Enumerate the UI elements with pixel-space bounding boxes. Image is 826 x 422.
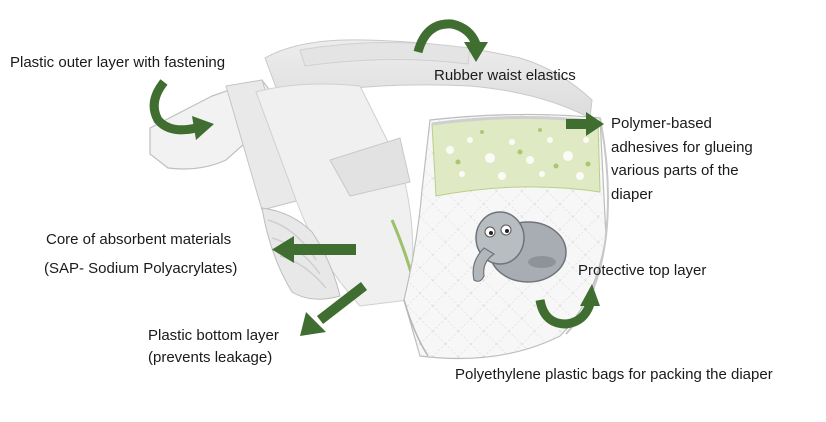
arrow-outer-layer (149, 79, 214, 140)
arrow-top-layer (535, 284, 600, 329)
label-top-layer: Protective top layer (578, 262, 707, 279)
diaper-print-band (431, 116, 601, 197)
label-adhesives-line: diaper (611, 185, 653, 203)
elephant-mascot (472, 211, 567, 283)
label-core-detail: (SAP- Sodium Polyacrylates) (44, 260, 238, 277)
label-adhesives-line: adhesives for glueing (611, 138, 753, 156)
arrow-core (272, 236, 356, 263)
label-bottom-layer-line: (prevents leakage) (148, 349, 273, 366)
arrow-adhesives (566, 112, 604, 136)
label-adhesives: Polymer-based adhesives for glueing vari… (611, 112, 753, 206)
label-outer-layer: Plastic outer layer with fastening (10, 54, 226, 71)
label-packing: Polyethylene plastic bags for packing th… (455, 366, 773, 383)
label-core: Core of absorbent materials (46, 231, 232, 248)
label-bottom-layer: Plastic bottom layer (prevents leakage) (148, 325, 279, 369)
label-adhesives-line: various parts of the (611, 162, 739, 179)
arrow-bottom-layer (300, 282, 368, 336)
label-adhesives-line: Polymer-based (611, 115, 712, 132)
label-waist-elastics: Rubber waist elastics (434, 67, 576, 84)
arrow-waist-elastics (413, 19, 488, 62)
label-bottom-layer-line: Plastic bottom layer (148, 327, 279, 344)
